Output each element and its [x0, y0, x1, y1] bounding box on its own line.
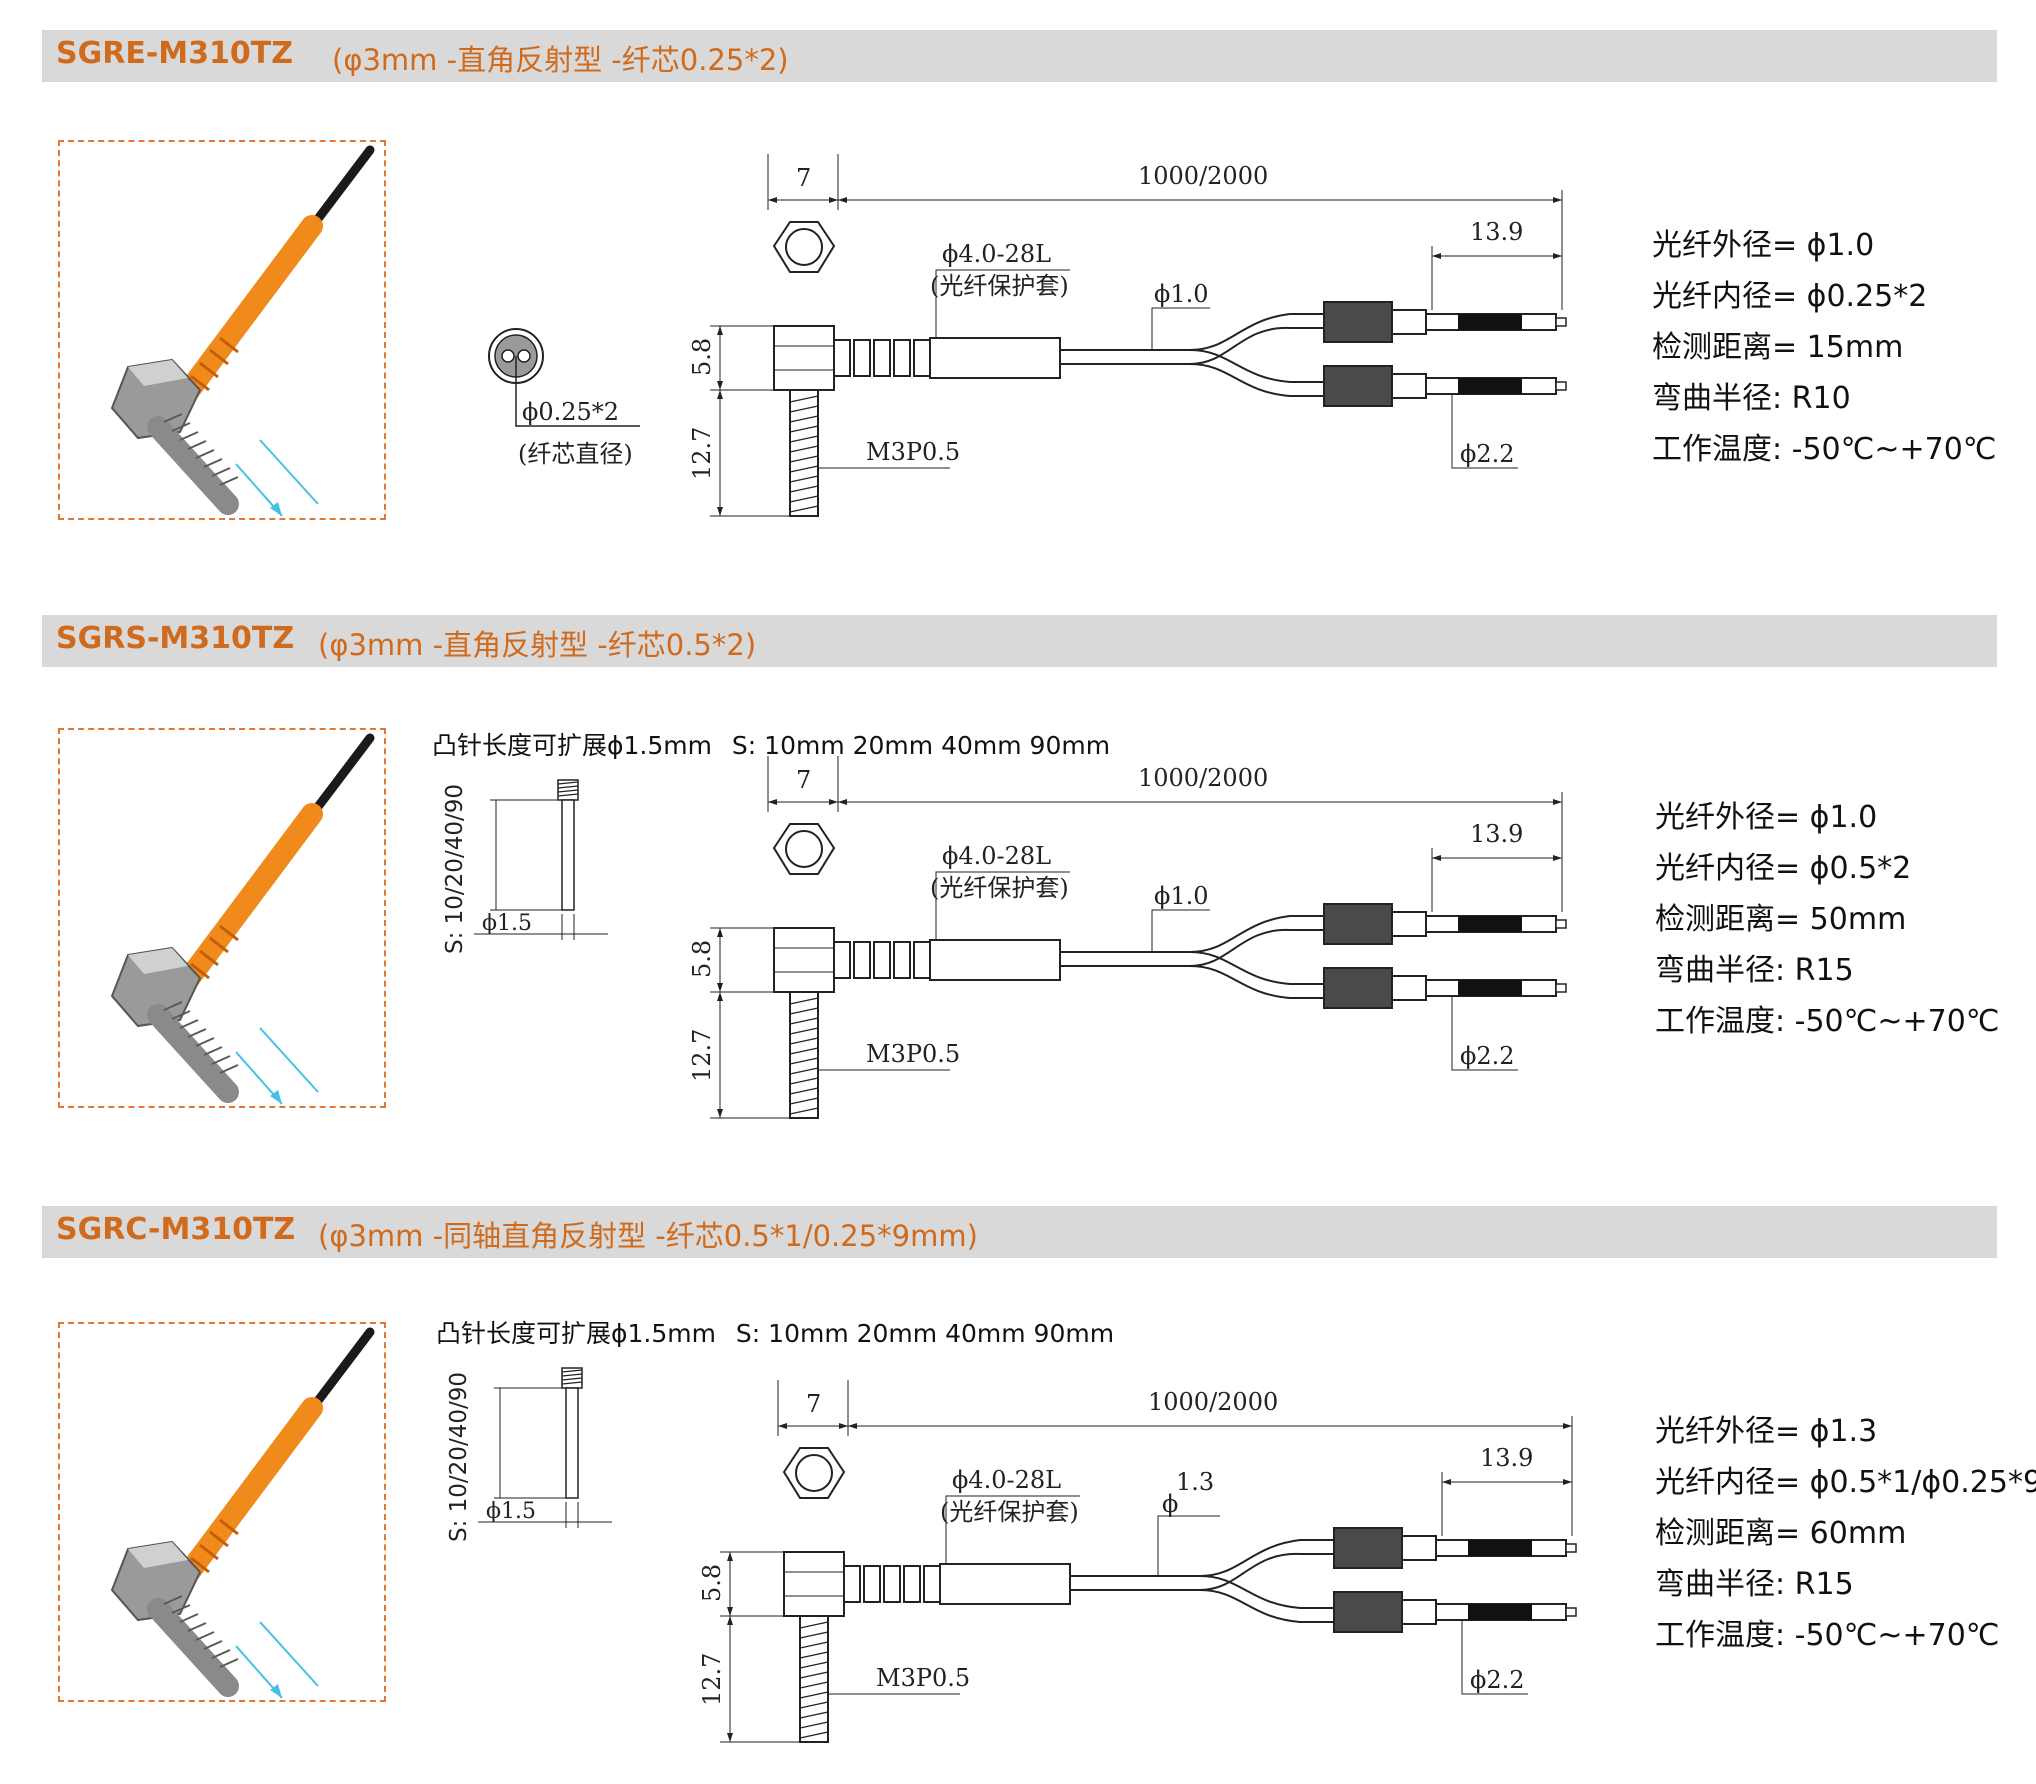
length-dim: 1000/2000: [1138, 162, 1268, 190]
fiber-diameter-num: 1.3: [1176, 1468, 1214, 1496]
section-sgrc: SGRC-M310TZ (φ3mm -同轴直角反射型 -纤芯0.5*1/0.25…: [0, 1180, 2036, 1743]
sensor-image: [110, 1327, 375, 1699]
pin-extension-note: 凸针长度可扩展ϕ1.5mm S: 10mm 20mm 40mm 90mm: [432, 726, 1122, 762]
fiber-diameter-dim: ϕ1.0: [1154, 882, 1209, 910]
pin-extension-options: S: 10mm 20mm 40mm 90mm: [731, 731, 1111, 760]
tip-length-dim: 13.9: [1470, 218, 1523, 246]
spec-outer-dia: 光纤外径= ϕ1.0: [1652, 228, 1875, 263]
dimension-drawing: 7 1000/2000 13.9 5.8 12.7: [688, 154, 1567, 517]
dimension-drawing: 7 1000/2000 13.9 5.8 12.7 M3P0.5: [698, 1380, 1577, 1743]
pin-extension-note: 凸针长度可扩展ϕ1.5mm S: 10mm 20mm 40mm 90mm: [436, 1314, 1126, 1350]
hex-height-dim: 5.8: [688, 338, 716, 376]
tip-diameter-dim: ϕ2.2: [1470, 1666, 1525, 1694]
spec-temperature: 工作温度: -50℃~+70℃: [1655, 1004, 2000, 1039]
hex-height-dim: 5.8: [688, 940, 716, 978]
length-dim: 1000/2000: [1138, 764, 1268, 792]
sleeve-dim: ϕ4.0-28L: [942, 842, 1051, 870]
core-cross-section: ϕ0.25*2 (纤芯直径): [488, 328, 640, 468]
spec-outer-dia: 光纤外径= ϕ1.0: [1655, 800, 1878, 835]
tip-length-dim: 13.9: [1470, 820, 1523, 848]
tip-diameter-dim: ϕ2.2: [1460, 440, 1515, 468]
sleeve-note: (光纤保护套): [930, 272, 1069, 300]
model-description: (φ3mm -同轴直角反射型 -纤芯0.5*1/0.25*9mm): [318, 1219, 978, 1253]
pin-diameter-dim: ϕ1.5: [482, 911, 532, 936]
spec-distance: 检测距离= 50mm: [1655, 902, 1907, 937]
product-photo: [58, 140, 386, 520]
spec-list: 光纤外径= ϕ1.0 光纤内径= ϕ0.5*2 检测距离= 50mm 弯曲半径:…: [1655, 792, 1999, 1047]
spec-temperature: 工作温度: -50℃~+70℃: [1652, 432, 1997, 467]
pin-s-label: S: 10/20/40/90: [446, 1372, 472, 1542]
model-name: SGRS-M310TZ: [56, 621, 295, 656]
section-header: SGRC-M310TZ (φ3mm -同轴直角反射型 -纤芯0.5*1/0.25…: [42, 1206, 1997, 1258]
thread-length-dim: 12.7: [688, 427, 716, 480]
spec-distance: 检测距离= 15mm: [1652, 330, 1904, 365]
fiber-diameter-symbol: ϕ: [1162, 1490, 1178, 1518]
hex-width-dim: 7: [796, 164, 811, 192]
model-description: (φ3mm -直角反射型 -纤芯0.5*2): [318, 628, 757, 662]
hex-width-dim: 7: [806, 1390, 821, 1418]
pin-drawing: ϕ1.5 S: 10/20/40/90: [442, 779, 608, 954]
pin-s-label: S: 10/20/40/90: [442, 784, 468, 954]
sleeve-note: (光纤保护套): [940, 1498, 1079, 1526]
pin-extension-text: 凸针长度可扩展ϕ1.5mm: [432, 731, 712, 760]
pin-drawing: ϕ1.5 S: 10/20/40/90: [446, 1367, 612, 1542]
hex-width-dim: 7: [796, 766, 811, 794]
spec-bend-radius: 弯曲半径: R15: [1655, 953, 1854, 988]
spec-outer-dia: 光纤外径= ϕ1.3: [1655, 1414, 1878, 1449]
core-diameter-label: ϕ0.25*2: [522, 398, 619, 426]
hex-height-dim: 5.8: [698, 1564, 726, 1602]
length-dim: 1000/2000: [1148, 1388, 1278, 1416]
thread-dim: M3P0.5: [866, 438, 960, 466]
spec-list: 光纤外径= ϕ1.3 光纤内径= ϕ0.5*1/ϕ0.25*9 检测距离= 60…: [1655, 1406, 2036, 1661]
thread-length-dim: 12.7: [688, 1029, 716, 1082]
product-photo: [58, 728, 386, 1108]
spec-bend-radius: 弯曲半径: R15: [1655, 1567, 1854, 1602]
tip-length-dim: 13.9: [1480, 1444, 1533, 1472]
thread-dim: M3P0.5: [876, 1664, 970, 1692]
section-sgre: SGRE-M310TZ (φ3mm -直角反射型 -纤芯0.25*2): [0, 0, 2036, 560]
tip-diameter-dim: ϕ2.2: [1460, 1042, 1515, 1070]
sleeve-note: (光纤保护套): [930, 874, 1069, 902]
core-diameter-note: (纤芯直径): [518, 440, 633, 468]
spec-distance: 检测距离= 60mm: [1655, 1516, 1907, 1551]
spec-list: 光纤外径= ϕ1.0 光纤内径= ϕ0.25*2 检测距离= 15mm 弯曲半径…: [1652, 220, 1996, 475]
sensor-image: [110, 145, 375, 517]
spec-bend-radius: 弯曲半径: R10: [1652, 381, 1851, 416]
model-name: SGRE-M310TZ: [56, 36, 293, 71]
thread-dim: M3P0.5: [866, 1040, 960, 1068]
pin-extension-text: 凸针长度可扩展ϕ1.5mm: [436, 1319, 716, 1348]
spec-inner-dia: 光纤内径= ϕ0.5*2: [1655, 851, 1912, 886]
sensor-image: [110, 733, 375, 1105]
model-name: SGRC-M310TZ: [56, 1212, 296, 1247]
sleeve-dim: ϕ4.0-28L: [942, 240, 1051, 268]
spec-inner-dia: 光纤内径= ϕ0.25*2: [1652, 279, 1928, 314]
pin-extension-options: S: 10mm 20mm 40mm 90mm: [735, 1319, 1115, 1348]
section-header: SGRS-M310TZ (φ3mm -直角反射型 -纤芯0.5*2): [42, 615, 1997, 667]
section-header: SGRE-M310TZ (φ3mm -直角反射型 -纤芯0.25*2): [42, 30, 1997, 82]
fiber-diameter-dim: ϕ1.0: [1154, 280, 1209, 308]
spec-inner-dia: 光纤内径= ϕ0.5*1/ϕ0.25*9: [1655, 1465, 2036, 1500]
dimension-drawing: 7 1000/2000 13.9 5.8 12.7 M3P0.5: [688, 756, 1567, 1119]
pin-diameter-dim: ϕ1.5: [486, 1499, 536, 1524]
sleeve-dim: ϕ4.0-28L: [952, 1466, 1061, 1494]
section-sgrs: SGRS-M310TZ (φ3mm -直角反射型 -纤芯0.5*2): [0, 590, 2036, 1150]
product-photo: [58, 1322, 386, 1702]
model-description: (φ3mm -直角反射型 -纤芯0.25*2): [332, 43, 789, 77]
spec-temperature: 工作温度: -50℃~+70℃: [1655, 1618, 2000, 1653]
thread-length-dim: 12.7: [698, 1653, 726, 1706]
